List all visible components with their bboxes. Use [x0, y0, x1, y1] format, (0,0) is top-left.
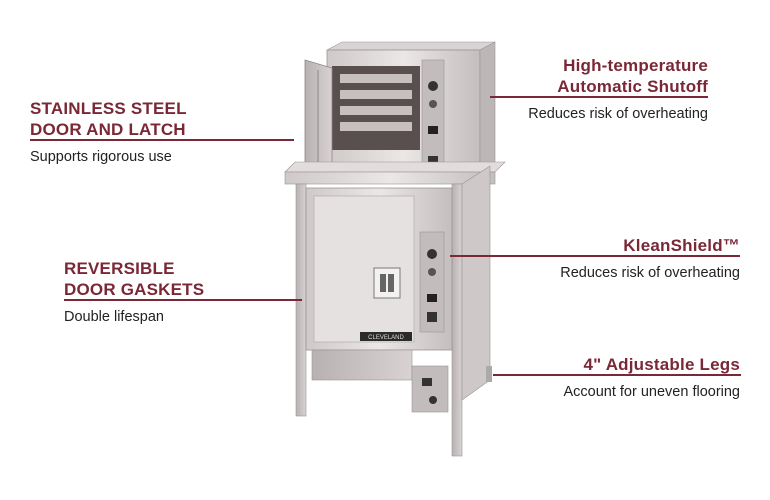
callout-description: Account for uneven flooring	[563, 384, 740, 400]
callout-shutoff: High-temperature Automatic Shutoff Reduc…	[528, 55, 708, 123]
leader-line-gaskets	[64, 299, 302, 301]
callout-description: Reduces risk of overheating	[560, 265, 740, 281]
callout-title-line: High-temperature	[563, 56, 708, 75]
callout-gaskets: REVERSIBLE DOOR GASKETS Double lifespan	[64, 258, 204, 326]
top-steamer-unit	[304, 41, 496, 179]
leader-line-door-latch	[30, 139, 294, 141]
callout-title-line: 4" Adjustable Legs	[583, 355, 740, 374]
callout-title-line: DOOR GASKETS	[64, 280, 205, 299]
callout-title: 4" Adjustable Legs	[563, 354, 740, 375]
callout-title: KleanShield™	[560, 235, 740, 256]
callout-title-line: STAINLESS STEEL	[30, 99, 187, 118]
callout-title-line: KleanShield™	[623, 236, 740, 255]
callout-kleanshield: KleanShield™ Reduces risk of overheating	[560, 235, 740, 282]
bottom-generator-unit	[311, 349, 449, 413]
callout-title-line: Automatic Shutoff	[557, 77, 708, 96]
callout-title: REVERSIBLE DOOR GASKETS	[64, 258, 204, 300]
brand-plate-text: CLEVELAND	[368, 335, 404, 341]
callout-title: High-temperature Automatic Shutoff	[528, 55, 708, 97]
callout-door-latch: STAINLESS STEEL DOOR AND LATCH Supports …	[30, 98, 187, 166]
callout-title-line: REVERSIBLE	[64, 259, 175, 278]
callout-legs: 4" Adjustable Legs Account for uneven fl…	[563, 354, 740, 401]
leader-line-legs	[493, 374, 741, 376]
callout-title-line: DOOR AND LATCH	[30, 120, 186, 139]
callout-description: Supports rigorous use	[30, 149, 172, 165]
lower-steamer-unit: CLEVELAND	[305, 187, 453, 351]
leader-line-kleanshield	[450, 255, 740, 257]
callout-description: Double lifespan	[64, 309, 164, 325]
callout-title: STAINLESS STEEL DOOR AND LATCH	[30, 98, 187, 140]
callout-description: Reduces risk of overheating	[528, 106, 708, 122]
leader-line-shutoff	[490, 96, 708, 98]
